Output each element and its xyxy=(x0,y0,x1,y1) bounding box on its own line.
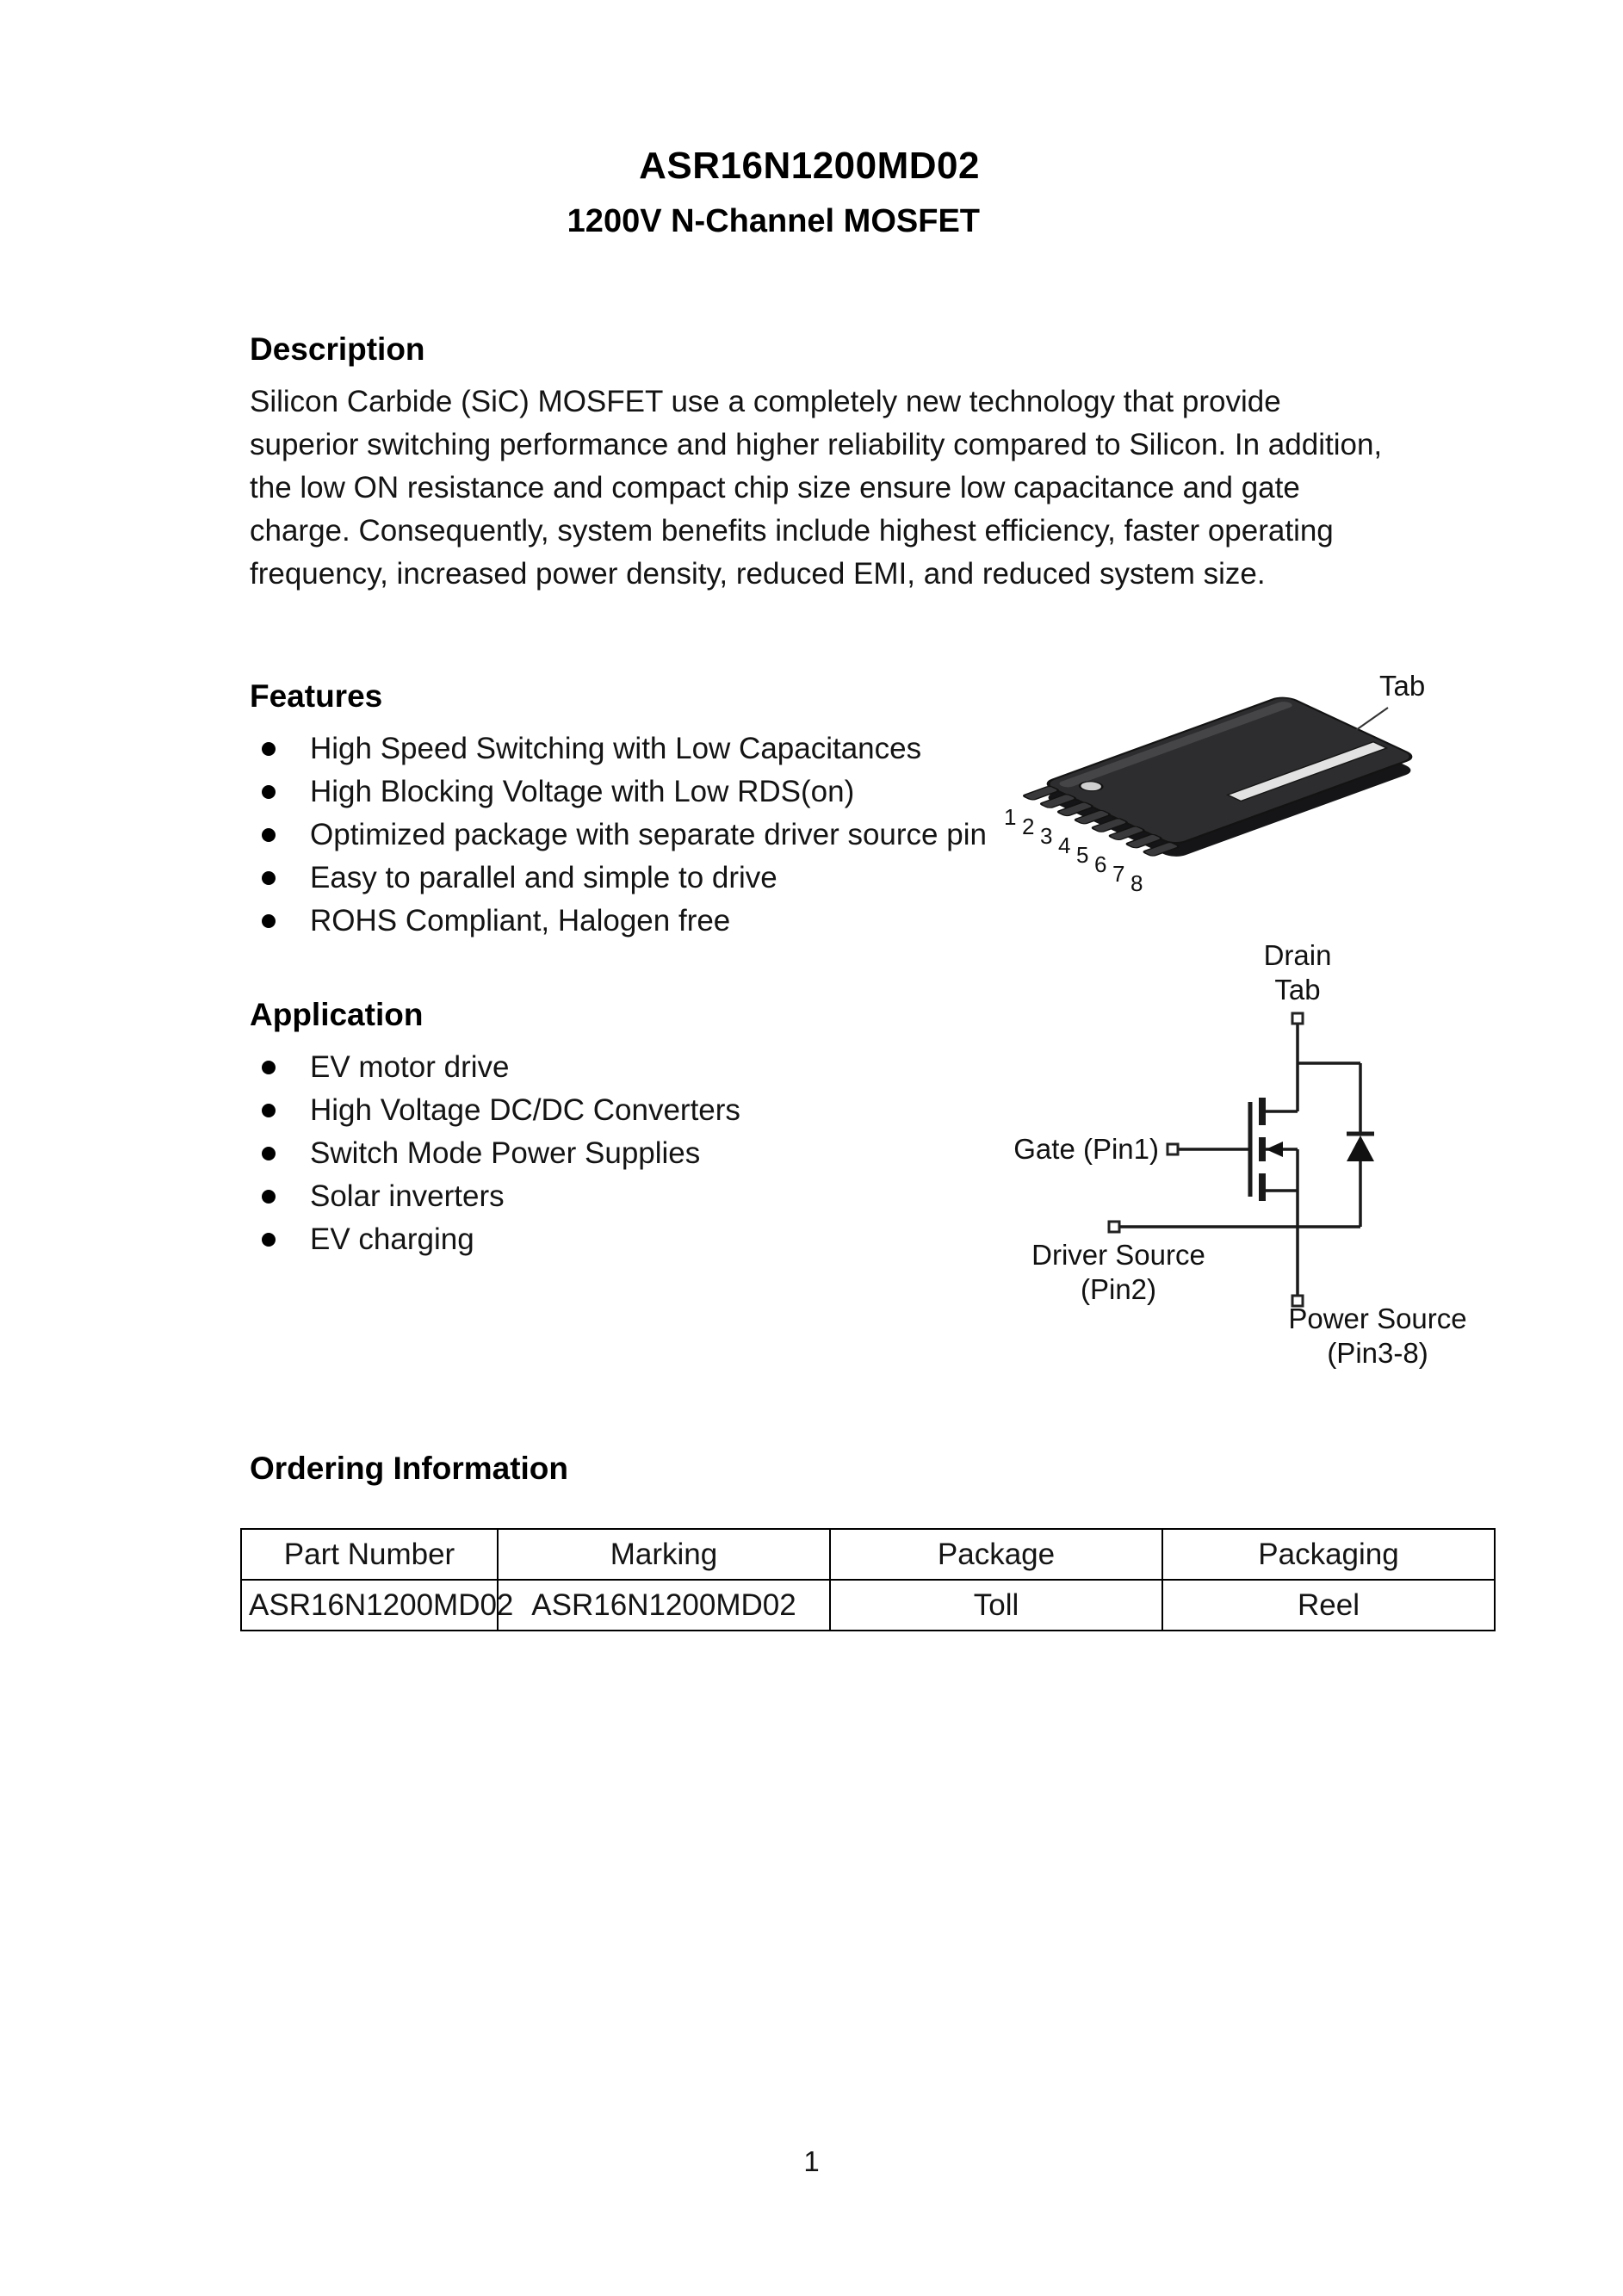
part-number-title: ASR16N1200MD02 xyxy=(639,145,980,187)
description-body: Silicon Carbide (SiC) MOSFET use a compl… xyxy=(250,385,1383,591)
driver-source-line1: Driver Source xyxy=(1031,1239,1205,1271)
bullet-icon xyxy=(262,742,276,756)
header: ASR16N1200MD02 1200V N-Channel MOSFET xyxy=(250,145,980,240)
col-header-packaging: Packaging xyxy=(1161,1528,1496,1581)
drain-tab-label: Drain Tab xyxy=(1233,938,1362,1007)
application-text: Switch Mode Power Supplies xyxy=(310,1136,701,1170)
pin-number: 1 xyxy=(1004,804,1017,830)
features-list: High Speed Switching with Low Capacitanc… xyxy=(250,727,999,943)
list-item: Optimized package with separate driver s… xyxy=(250,814,999,857)
feature-text: ROHS Compliant, Halogen free xyxy=(310,904,731,938)
table-header-row: Part Number Marking Package Packaging xyxy=(240,1528,1496,1581)
list-item: Solar inverters xyxy=(250,1175,999,1218)
bullet-icon xyxy=(262,1147,276,1160)
pin-number: 4 xyxy=(1058,832,1071,858)
list-item: Easy to parallel and simple to drive xyxy=(250,857,999,900)
col-header-part-number: Part Number xyxy=(240,1528,499,1581)
list-item: Switch Mode Power Supplies xyxy=(250,1132,999,1175)
feature-text: High Blocking Voltage with Low RDS(on) xyxy=(310,775,855,808)
gate-label: Gate (Pin1) xyxy=(1013,1133,1159,1165)
cell-marking: ASR16N1200MD02 xyxy=(497,1579,831,1631)
list-item: EV motor drive xyxy=(250,1046,999,1089)
bullet-icon xyxy=(262,1104,276,1117)
power-source-label: Power Source (Pin3-8) xyxy=(1274,1302,1481,1371)
ordering-heading: Ordering Information xyxy=(250,1451,568,1486)
feature-text: Easy to parallel and simple to drive xyxy=(310,861,777,894)
schematic-figure: Drain Tab xyxy=(990,938,1472,1386)
description-heading: Description xyxy=(250,331,425,367)
package-figure: Tab 1 2 3 4 5 6 7 8 xyxy=(990,663,1472,921)
bullet-icon xyxy=(262,828,276,842)
bullet-icon xyxy=(262,1190,276,1204)
pin-number: 2 xyxy=(1022,814,1035,839)
cell-package: Toll xyxy=(829,1579,1163,1631)
list-item: High Voltage DC/DC Converters xyxy=(250,1089,999,1132)
package-3d-drawing xyxy=(1023,696,1413,857)
list-item: High Blocking Voltage with Low RDS(on) xyxy=(250,770,999,814)
bullet-icon xyxy=(262,785,276,799)
bullet-icon xyxy=(262,914,276,928)
pin-number: 6 xyxy=(1094,851,1107,877)
bullet-icon xyxy=(262,1233,276,1247)
col-header-marking: Marking xyxy=(497,1528,831,1581)
application-list: EV motor drive High Voltage DC/DC Conver… xyxy=(250,1046,999,1261)
ordering-table: Part Number Marking Package Packaging AS… xyxy=(240,1528,1496,1631)
pin-number: 3 xyxy=(1040,823,1053,849)
features-heading: Features xyxy=(250,678,383,714)
col-header-package: Package xyxy=(829,1528,1163,1581)
bullet-icon xyxy=(262,1061,276,1074)
drain-label-line2: Tab xyxy=(1274,974,1321,1006)
table-row: ASR16N1200MD02 ASR16N1200MD02 Toll Reel xyxy=(240,1579,1496,1631)
device-subtitle: 1200V N-Channel MOSFET xyxy=(567,203,980,239)
page-number: 1 xyxy=(803,2145,820,2177)
list-item: ROHS Compliant, Halogen free xyxy=(250,900,999,943)
feature-text: High Speed Switching with Low Capacitanc… xyxy=(310,732,922,765)
drain-label-line1: Drain xyxy=(1263,939,1332,971)
pin-number: 7 xyxy=(1112,861,1125,887)
driver-source-line2: (Pin2) xyxy=(1080,1273,1157,1305)
power-source-line1: Power Source xyxy=(1288,1303,1467,1334)
mosfet-symbol xyxy=(1107,1012,1374,1308)
application-text: High Voltage DC/DC Converters xyxy=(310,1093,740,1127)
package-tab-label: Tab xyxy=(1379,670,1426,702)
list-item: High Speed Switching with Low Capacitanc… xyxy=(250,727,999,770)
cell-packaging: Reel xyxy=(1161,1579,1496,1631)
pin-number: 8 xyxy=(1131,870,1143,896)
bullet-icon xyxy=(262,871,276,885)
application-text: Solar inverters xyxy=(310,1179,505,1213)
list-item: EV charging xyxy=(250,1218,999,1261)
feature-text: Optimized package with separate driver s… xyxy=(310,818,987,851)
pin-number: 5 xyxy=(1076,842,1089,868)
power-source-line2: (Pin3-8) xyxy=(1327,1337,1428,1369)
application-text: EV charging xyxy=(310,1222,474,1256)
cell-part-number: ASR16N1200MD02 xyxy=(240,1579,513,1631)
application-heading: Application xyxy=(250,997,424,1032)
driver-source-label: Driver Source (Pin2) xyxy=(1019,1238,1217,1307)
application-text: EV motor drive xyxy=(310,1050,510,1084)
